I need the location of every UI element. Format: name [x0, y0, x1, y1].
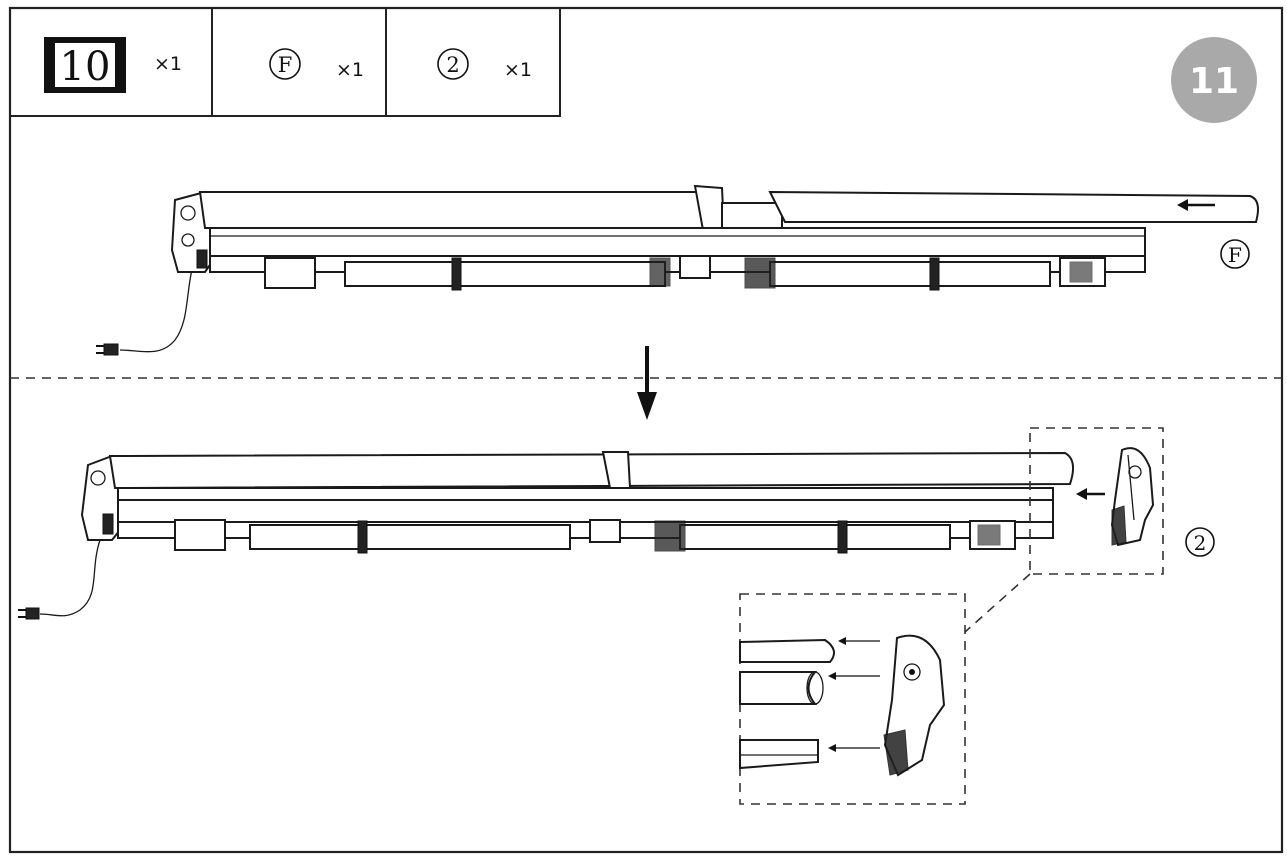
power-cord — [119, 257, 196, 353]
base-rail-top — [209, 227, 1146, 257]
step-badge-circle — [1171, 37, 1257, 123]
part-F-circle — [269, 48, 301, 80]
top-assembly: F — [96, 184, 1259, 356]
parts-cell-3: 2 ×1 — [437, 48, 532, 81]
cover-left — [198, 191, 707, 229]
part-F-quantity: ×1 — [336, 59, 364, 81]
detail-box-right — [1029, 427, 1164, 575]
lamp-tube-2 — [769, 261, 1051, 287]
parts-cell-1: 10 ×1 — [44, 37, 182, 93]
parts-cell-2: F ×1 — [269, 48, 364, 81]
part-2-quantity: ×1 — [504, 59, 532, 81]
part-2-circle — [437, 48, 469, 80]
lamp-tube-4 — [679, 524, 951, 550]
part-2-label: 2 — [446, 53, 459, 77]
part-10-quantity: ×1 — [154, 53, 182, 75]
power-plug-icon — [96, 343, 119, 356]
power-cord-bottom — [39, 539, 101, 617]
parts-table-border — [9, 7, 561, 117]
end-cap-icon — [1110, 447, 1155, 547]
detail-leader — [964, 573, 1031, 633]
step-badge: 11 — [1171, 37, 1257, 123]
lamp-tube-1 — [344, 261, 666, 287]
callout-2-label: 2 — [1194, 531, 1207, 555]
power-plug-icon — [18, 607, 40, 620]
detail-box-enlarged — [739, 593, 966, 805]
callout-F-label: F — [1228, 243, 1242, 267]
lamp-tube-3 — [249, 524, 571, 550]
down-arrow-icon — [637, 346, 657, 420]
part-10-label: 10 — [60, 44, 111, 90]
step-number: 11 — [1189, 61, 1239, 102]
cover-full — [108, 451, 1075, 490]
bottom-assembly: 2 — [18, 427, 1215, 805]
direction-arrow-icon — [1076, 488, 1105, 500]
diagram-frame — [8, 6, 1284, 854]
part-F-label: F — [278, 53, 293, 77]
callout-2: 2 — [1185, 527, 1215, 557]
parts-table: 10 ×1 F ×1 2 ×1 — [9, 7, 561, 117]
callout-F: F — [1220, 239, 1250, 269]
cover-right-F — [768, 190, 1259, 223]
enlarged-detail — [739, 634, 946, 777]
direction-arrow-icon — [1177, 199, 1215, 211]
